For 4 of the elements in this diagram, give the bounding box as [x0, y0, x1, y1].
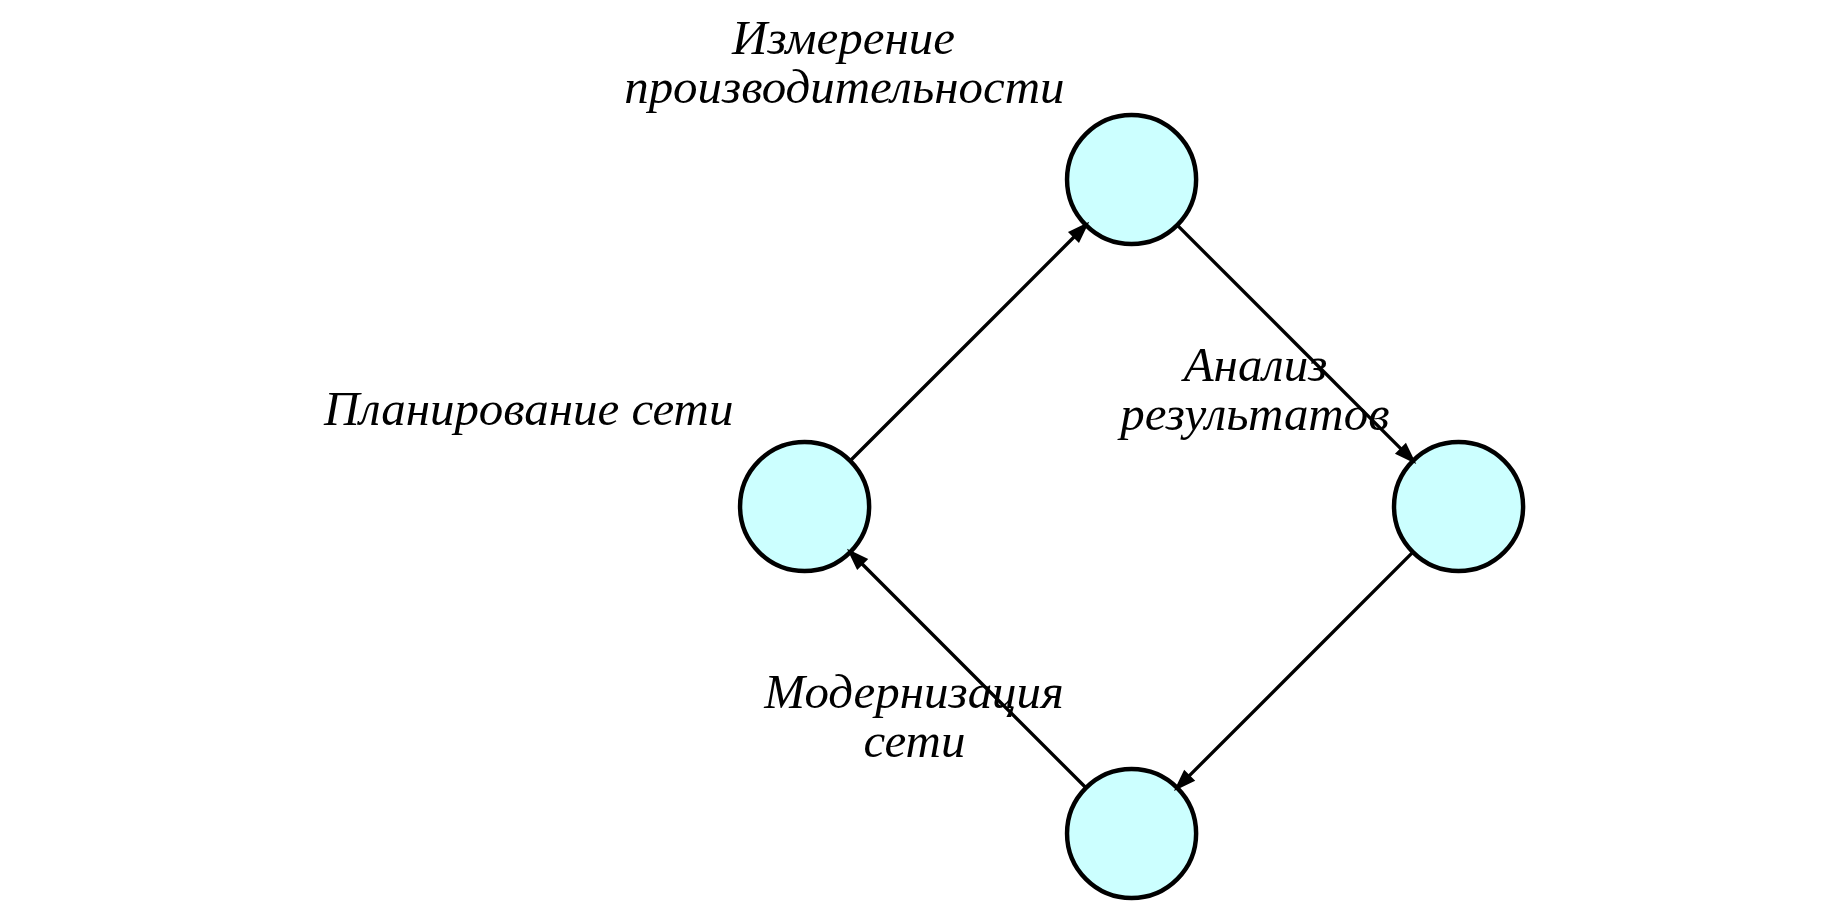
node-label: Измерение производительности	[623, 9, 1065, 114]
arrow	[849, 221, 1089, 462]
node-label: Планирование сети	[323, 381, 733, 437]
arrow	[1173, 551, 1414, 792]
